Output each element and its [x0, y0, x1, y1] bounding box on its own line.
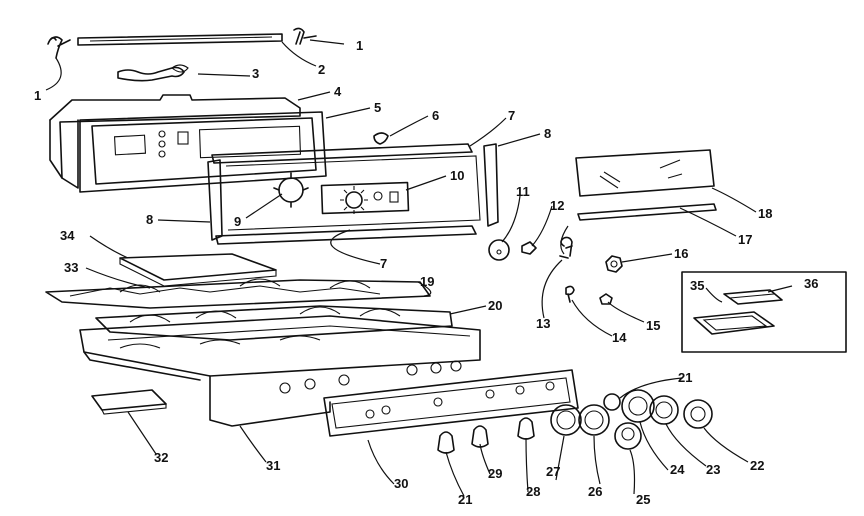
part-valve-knob-21a [437, 431, 455, 454]
part-burner-knob-27 [550, 404, 582, 436]
part-clock-dial [273, 172, 309, 208]
part-wire-harness [117, 64, 189, 82]
callout-24: 24 [670, 462, 685, 477]
callout-21-bottom: 21 [458, 492, 472, 507]
part-glass-trim [577, 203, 717, 221]
part-spark-14 [565, 285, 575, 303]
callout-27: 27 [546, 464, 560, 479]
callout-17: 17 [738, 232, 752, 247]
part-rod-top [77, 33, 283, 46]
part-clip-left [47, 36, 71, 59]
callout-33: 33 [64, 260, 78, 275]
part-knob-11 [488, 239, 510, 261]
callout-25: 25 [636, 492, 650, 507]
callout-35: 35 [690, 278, 704, 293]
callout-23: 23 [706, 462, 720, 477]
part-inset-burner-pan [693, 311, 775, 335]
callout-9: 9 [234, 214, 241, 229]
callout-36: 36 [804, 276, 818, 291]
inset-box [681, 271, 847, 353]
callout-19: 19 [420, 274, 434, 289]
callout-5: 5 [374, 100, 381, 115]
part-fitting-16 [605, 255, 623, 273]
callout-1-right: 1 [356, 38, 363, 53]
callout-16: 16 [674, 246, 688, 261]
part-glass-panel [575, 149, 715, 197]
callout-11: 11 [516, 184, 530, 199]
callout-7-top: 7 [508, 108, 515, 123]
callout-31: 31 [266, 458, 280, 473]
part-manifold-panel [323, 369, 579, 437]
part-clip-right [293, 27, 317, 45]
callout-15: 15 [646, 318, 660, 333]
part-cooktop-body [79, 315, 481, 427]
callout-2: 2 [318, 62, 325, 77]
part-burner-knob-22 [683, 399, 713, 429]
part-panel-left-end [207, 159, 223, 241]
callout-20: 20 [488, 298, 502, 313]
callout-29: 29 [488, 466, 502, 481]
part-panel-lower-trim [215, 225, 477, 245]
part-nut-15 [599, 293, 613, 305]
callout-22: 22 [750, 458, 764, 473]
part-burner-knob-24 [621, 389, 655, 423]
part-bezel-21b [603, 393, 621, 411]
callout-4: 4 [334, 84, 342, 99]
part-burner-knob-26 [578, 404, 610, 436]
part-panel-insert [225, 155, 481, 231]
part-valve-knob-28 [517, 417, 535, 440]
callout-21-right: 21 [678, 370, 692, 385]
callout-12: 12 [550, 198, 564, 213]
part-igniter-13 [559, 236, 573, 259]
part-drip-tray [91, 389, 167, 415]
part-clip-12 [521, 241, 537, 255]
leader-lines [45, 39, 793, 497]
part-panel-upper-trim [211, 143, 473, 164]
callout-10: 10 [450, 168, 464, 183]
callout-28: 28 [526, 484, 540, 499]
callout-32: 32 [154, 450, 168, 465]
part-panel-right-end [483, 143, 499, 227]
callout-8-right: 8 [544, 126, 551, 141]
callout-26: 26 [588, 484, 602, 499]
callout-3: 3 [252, 66, 259, 81]
callout-1-left: 1 [34, 88, 41, 103]
part-grate-front [95, 305, 453, 341]
callout-14: 14 [612, 330, 627, 345]
part-burner-knob-25 [614, 422, 642, 450]
part-grate-rear [45, 278, 431, 309]
callout-30: 30 [394, 476, 408, 491]
callout-6: 6 [432, 108, 439, 123]
part-griddle-plate [119, 253, 277, 287]
callout-labels: 1 1 2 3 4 5 6 7 7 8 8 9 10 11 12 13 14 1… [34, 38, 818, 507]
callout-34: 34 [60, 228, 75, 243]
part-valve-knob-29 [471, 425, 489, 448]
part-backguard [49, 94, 301, 189]
callout-8-left: 8 [146, 212, 153, 227]
part-clip-6 [373, 132, 389, 145]
part-burner-knob-23 [649, 395, 679, 425]
part-inset-burner-grate [723, 289, 783, 305]
callout-18: 18 [758, 206, 772, 221]
callout-7-bottom: 7 [380, 256, 387, 271]
part-clock-timer-assembly [320, 181, 410, 215]
callout-13: 13 [536, 316, 550, 331]
part-control-panel-frame [79, 111, 327, 193]
